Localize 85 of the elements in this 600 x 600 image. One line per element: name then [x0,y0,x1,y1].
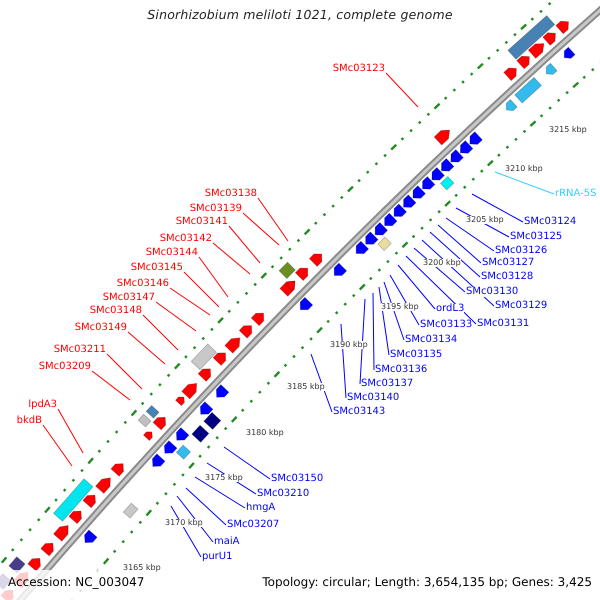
gene-label: SMc03144 [146,248,198,258]
gene-label: SMc03128 [481,272,534,282]
gene-label: SMc03146 [116,279,169,289]
gene-label: SMc03127 [482,258,534,268]
scale-tick-label: 3200 kbp [423,259,461,267]
scale-tick-label: 3170 kbp [165,519,203,527]
gene-label: SMc03130 [466,287,518,297]
leader-line [494,172,554,194]
leader-line [430,232,480,278]
leader-line [378,286,390,356]
leader-line [372,292,374,370]
leader-line [446,218,494,252]
genome-info-text: Topology: circular; Length: 3,654,135 bp; Genes: 3,425 [262,576,592,588]
gene-label: SMc03136 [375,365,428,375]
gene-label: SMc03143 [333,407,386,417]
leader-line [184,272,220,308]
gene-label: SMc03124 [524,217,576,227]
gene-label: SMc03131 [477,319,530,329]
gene-label: ordL3 [436,304,464,314]
scale-tick-label: 3205 kbp [466,216,504,224]
scale-tick-label: 3175 kbp [205,474,243,482]
scale-tick-label: 3185 kbp [287,383,325,391]
leader-line [398,264,436,310]
leader-line [384,282,404,340]
gene-label: SMc03134 [405,335,458,345]
leader-line [170,506,202,558]
leader-line [194,476,246,508]
gene-label: hmgA [246,503,276,513]
gene-label: SMc03148 [90,306,142,316]
gene-label: SMc03211 [54,345,106,355]
gene-label: SMc03207 [227,520,280,530]
gene-label: SMc03133 [420,320,472,330]
scale-tick-label: 3215 kbp [549,126,587,134]
leader-line [212,242,250,274]
leader-line [438,224,482,264]
leader-line [92,370,130,400]
leader-line [390,274,420,326]
leader-line [340,324,346,398]
leader-line [472,194,524,222]
gene-label: lpdA3 [28,400,57,410]
scale-tick-label: 3165 kbp [123,564,161,572]
gene-label: SMc03150 [271,474,324,484]
gene-label: SMc03142 [160,234,212,244]
scale-tick-label: 3195 kbp [381,303,419,311]
gene-label: rRNA-5S [555,189,596,199]
leader-line [228,226,260,264]
leader-line [58,408,84,454]
gene-label: SMc03123 [332,64,385,74]
scale-tick-label: 3180 kbp [246,429,284,437]
leader-line [224,446,270,480]
gene-label: SMc03140 [347,393,400,403]
gene-label: SMc03126 [495,246,548,256]
gene-label: SMc03129 [495,301,548,311]
leader-line [142,314,178,350]
leader-line [186,488,226,526]
leader-line [170,288,210,316]
gene-label: SMc03137 [361,379,414,389]
gene-label: maiA [214,537,240,547]
gene-label: purU1 [202,552,232,562]
leader-line [258,198,288,242]
gene-label: SMc03210 [257,489,310,499]
leader-line [42,424,72,466]
leader-line [106,354,142,390]
gene-label: SMc03139 [190,204,242,214]
leader-line [310,354,332,412]
scale-tick-label: 3210 kbp [505,165,543,173]
scale-tick-label: 3190 kbp [330,341,368,349]
leader-line [406,256,476,324]
gene-label: SMc03209 [38,362,91,372]
leader-line [360,298,366,384]
leader-line [156,302,196,332]
gene-label: bkdB [16,416,42,426]
leader-line [128,332,166,364]
gene-label: SMc03125 [510,232,562,242]
leader-line [242,212,280,246]
gene-label: SMc03149 [74,323,127,333]
gene-label: SMc03135 [390,350,442,360]
gene-label: SMc03145 [130,263,183,273]
leader-line [198,256,228,298]
gene-label: SMc03141 [176,217,228,227]
title: Sinorhizobium meliloti 1021, complete genome [146,9,454,22]
gene-label: SMc03147 [102,293,155,303]
leader-line [386,72,418,108]
gene-label: SMc03138 [204,189,257,199]
accession-text: Accession: NC_003047 [8,576,144,588]
